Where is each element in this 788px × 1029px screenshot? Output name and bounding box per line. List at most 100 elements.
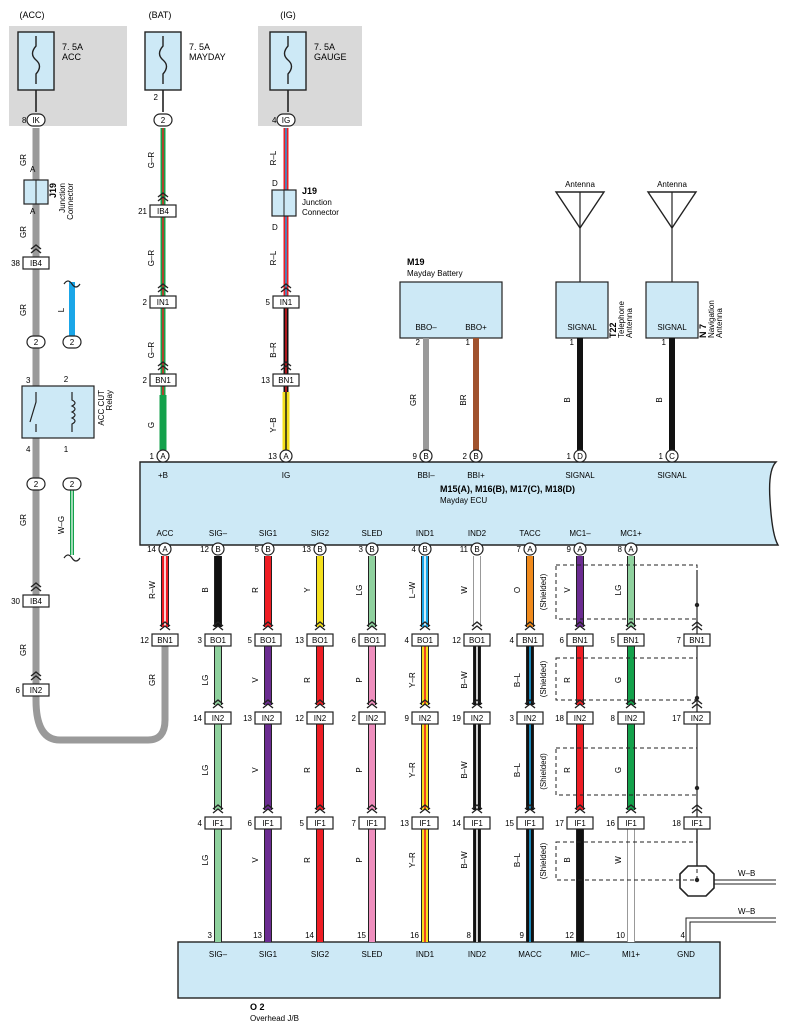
jb-terminal: SIG1 (259, 950, 278, 959)
connector-pin: 4 (405, 636, 410, 645)
jb-terminal: SLED (362, 950, 383, 959)
ecu-pin: 7 (517, 545, 522, 554)
connector-pin: 8 (611, 714, 616, 723)
connector-chevron-icon (625, 621, 637, 631)
wire-label: GR (148, 674, 157, 686)
connector-letter: A (283, 452, 289, 461)
wire-label: G (614, 767, 623, 773)
jb-pin: 3 (208, 931, 213, 940)
ground-wire-label: W–B (738, 907, 755, 916)
connector-name: IN2 (574, 714, 587, 723)
fuse-rating-acc: 7. 5A (62, 42, 83, 52)
shield-drain-dot (694, 877, 700, 883)
wire-label: R (303, 767, 312, 773)
junction-line2-ig: Connector (302, 208, 339, 217)
jb-pin: 12 (565, 931, 574, 940)
connector-chevron-icon (574, 699, 586, 709)
connector-pin: 5 (611, 636, 616, 645)
wire-label: B–W (460, 851, 469, 869)
connector-name: IF1 (524, 819, 536, 828)
ecu-terminal-bottom: SIG2 (311, 529, 330, 538)
fuse-name-mayday: MAYDAY (189, 52, 226, 62)
fuse-source-acc: (ACC) (20, 10, 45, 20)
connector-box (411, 816, 439, 830)
battery-terminal-pos: BBO+ (465, 323, 487, 332)
ecu-pin: 1 (659, 452, 664, 461)
relay-switch-icon (29, 392, 37, 432)
wire-label: R (303, 857, 312, 863)
pin: 3 (26, 376, 31, 385)
connector-box (683, 711, 711, 725)
connector-pin: 2 (70, 338, 75, 347)
jb-pin: 8 (467, 931, 472, 940)
wire-label: GR (19, 514, 28, 526)
connector-pin: 21 (138, 207, 147, 216)
connector-name: IF1 (625, 819, 637, 828)
connector-box (204, 711, 232, 725)
connector-chevron-icon (524, 804, 536, 814)
connector-box (683, 633, 711, 647)
ecu-terminal-bottom: SIG1 (259, 529, 278, 538)
connector-pill (26, 113, 46, 127)
jb-pin: 9 (520, 931, 525, 940)
connector-name: IN2 (524, 714, 537, 723)
wire-label: O (513, 587, 522, 593)
connector-letter: B (215, 545, 220, 554)
connector-box (272, 373, 300, 387)
connector-chevron-icon (159, 621, 171, 631)
connector-name: BO1 (469, 636, 486, 645)
wire-label: G–R (147, 342, 156, 359)
ecu-pin: 14 (147, 545, 156, 554)
connector-pin: 13 (400, 819, 409, 828)
connector-chevron-icon (262, 621, 274, 631)
wire-label: R (251, 587, 260, 593)
wire-label: GR (19, 644, 28, 656)
pin: A (30, 165, 36, 174)
connector-circle (624, 542, 638, 556)
connector-box (22, 683, 50, 697)
connector-pin: 15 (505, 819, 514, 828)
connector-letter: D (577, 452, 583, 461)
connector-circle (156, 449, 170, 463)
antenna-label: Antenna (657, 180, 687, 189)
connector-pin: 38 (11, 259, 20, 268)
telephone-antenna: Antenna SIGNAL T22 Telephone Antenna (554, 180, 634, 339)
connector-pin: IG (282, 116, 290, 125)
shielded-label: (Shielded) (539, 753, 548, 790)
battery-terminal-neg: BBO– (415, 323, 437, 332)
wire-label: B (563, 857, 572, 862)
wire-label: V (251, 857, 260, 863)
connector-pill (62, 335, 82, 349)
connector-circle (419, 449, 433, 463)
connector-pin: 14 (452, 819, 461, 828)
connector-name: IF1 (314, 819, 326, 828)
connector-letter: A (628, 545, 634, 554)
connector-chevron-icon (262, 699, 274, 709)
connector-pin: 5 (266, 298, 271, 307)
ground-symbol: W–B W–B (679, 830, 776, 942)
connector-pin: 9 (405, 714, 410, 723)
connector-chevron-icon (574, 621, 586, 631)
wire-label: R (303, 677, 312, 683)
connector-name: IF1 (262, 819, 274, 828)
wire-label: B (655, 397, 664, 402)
connector-pin: 17 (672, 714, 681, 723)
connector-name: IF1 (471, 819, 483, 828)
ecu-pin: 1 (150, 452, 155, 461)
connector-name: IN1 (280, 298, 293, 307)
connector-circle (313, 542, 327, 556)
shield-drain-dot (694, 785, 700, 791)
wire-label: W (460, 586, 469, 594)
wire-label: B–R (269, 342, 278, 358)
fuse-rating-gauge: 7. 5A (314, 42, 335, 52)
connector-chevron-icon (314, 699, 326, 709)
antenna-terminal: SIGNAL (657, 323, 687, 332)
connector-chevron-icon (574, 804, 586, 814)
connector-circle (418, 542, 432, 556)
connector-circle (211, 542, 225, 556)
ecu-pin: 2 (463, 452, 468, 461)
wire-label: V (563, 587, 572, 593)
connector-box (566, 711, 594, 725)
connector-box (204, 633, 232, 647)
connector-pin: 14 (193, 714, 202, 723)
